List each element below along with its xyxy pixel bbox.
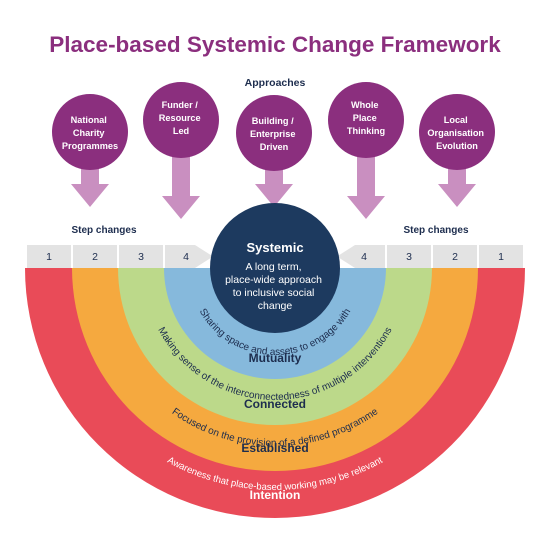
step-num-right-3: 3 (406, 251, 412, 263)
step-num-right-2: 2 (452, 251, 458, 263)
center-title: Systemic (246, 240, 303, 255)
step-num-left-4: 4 (183, 251, 189, 263)
step-box-left-2 (73, 245, 117, 268)
step-box-left-4 (165, 245, 213, 268)
approach-arrow-whole-place (347, 150, 385, 219)
step-box-right-4 (337, 245, 385, 268)
approach-arrow-funder (162, 150, 200, 219)
approach-label-whole-place: Whole Place Thinking (347, 100, 385, 136)
approach-circle-national-charity (52, 94, 128, 170)
approach-label-funder: Funder / Resource Led (159, 100, 203, 136)
step-box-right-2 (433, 245, 477, 268)
established-title: Established (241, 441, 308, 455)
framework-bands (25, 268, 525, 518)
center-description: A long term, place-wide approach to incl… (225, 261, 325, 312)
step-num-left-2: 2 (92, 251, 98, 263)
step-num-left-3: 3 (138, 251, 144, 263)
step-changes-label-left: Step changes (71, 225, 136, 236)
mutuality-title: Mutuality (249, 351, 302, 365)
approach-circle-local-org (419, 94, 495, 170)
approach-labels: National Charity Programmes Funder / Res… (62, 100, 486, 152)
page-title: Place-based Systemic Change Framework (49, 32, 501, 57)
step-box-left-1 (27, 245, 71, 268)
step-box-right-3 (387, 245, 431, 268)
approach-arrow-building (255, 160, 293, 207)
approach-circle-building (236, 95, 312, 171)
step-num-right-4: 4 (361, 251, 367, 263)
approach-label-building: Building / Enterprise Driven (250, 116, 298, 152)
approach-label-local-org: Local Organisation Evolution (427, 115, 486, 151)
approach-arrow-local-org (438, 158, 476, 207)
step-num-left-1: 1 (46, 251, 52, 263)
step-boxes-right: 4 3 2 1 (337, 245, 523, 268)
center-systemic-circle (210, 203, 340, 333)
approach-circle-whole-place (328, 82, 404, 158)
step-box-right-1 (479, 245, 523, 268)
approaches-label: Approaches (245, 77, 306, 89)
connected-title: Connected (244, 397, 306, 411)
step-boxes-left: 1 2 3 4 (27, 245, 213, 268)
approach-circle-funder (143, 82, 219, 158)
step-changes-label-right: Step changes (403, 225, 468, 236)
step-box-left-3 (119, 245, 163, 268)
approach-label-national-charity: National Charity Programmes (62, 115, 118, 151)
approach-circles (52, 82, 495, 171)
approach-arrows (71, 150, 476, 219)
approach-arrow-national-charity (71, 158, 109, 207)
step-num-right-1: 1 (498, 251, 504, 263)
intention-title: Intention (250, 488, 301, 502)
